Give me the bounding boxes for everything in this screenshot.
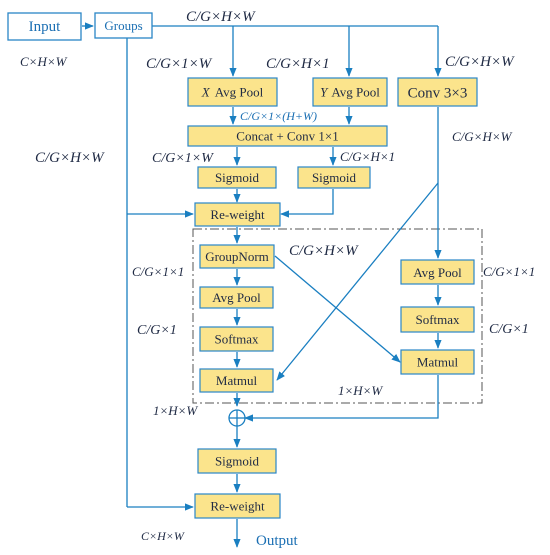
x-avg-pool-box — [187, 77, 278, 107]
right-pool-dims: C/G×1×1 — [483, 264, 535, 279]
matmul-left-label: Matmul — [216, 373, 258, 388]
xpool-in-dims: C/G×1×W — [146, 56, 213, 72]
avgpool-right-box — [400, 259, 475, 285]
reweight-bottom-label: Re-weight — [210, 499, 265, 514]
gn-out-dims: C/G×H×W — [289, 243, 359, 259]
y-avg-pool-text: Avg Pool — [331, 85, 380, 100]
groupnorm-label: GroupNorm — [205, 249, 269, 264]
sigmoid-bottom-label: Sigmoid — [215, 454, 260, 469]
softmax-right-label: Softmax — [415, 312, 460, 327]
groups-label: Groups — [104, 18, 142, 33]
conv3x3-box — [397, 77, 478, 107]
ypool-in-dims: C/G×H×1 — [266, 56, 330, 72]
avgpool-left-box — [199, 286, 274, 309]
reweight-top-label: Re-weight — [210, 207, 265, 222]
attention-region-dashed-frame — [192, 228, 483, 404]
concat-conv-label: Concat + Conv 1×1 — [236, 129, 338, 144]
avgpool-left-label: Avg Pool — [212, 290, 261, 305]
avgpool-right-label: Avg Pool — [413, 265, 462, 280]
softmax-left-dims: C/G×1 — [137, 323, 177, 338]
y-avg-pool-var: Y — [320, 85, 329, 100]
sigmoid-left-box — [197, 166, 277, 189]
reweight-bottom-box — [194, 493, 281, 519]
softmax-right-dims: C/G×1 — [489, 322, 529, 337]
concat-conv-box — [187, 125, 388, 147]
input-label: Input — [29, 19, 61, 35]
softmax-right-box — [400, 306, 475, 333]
matmul-right-dims: 1×H×W — [338, 383, 383, 398]
groups-out-dims: C/G×H×W — [186, 9, 256, 25]
gn-pool-dims: C/G×1×1 — [132, 264, 184, 279]
output-label: Output — [256, 533, 299, 549]
sigmoid-right-label: Sigmoid — [312, 170, 357, 185]
conv3x3-label: Conv 3×3 — [408, 86, 468, 102]
y-avg-pool-box — [312, 77, 388, 107]
groups-box — [94, 12, 153, 39]
groupnorm-box — [199, 244, 275, 269]
left-bypass-dims: C/G×H×W — [35, 150, 105, 166]
matmul-right-label: Matmul — [417, 355, 459, 370]
x-avg-pool-text: Avg Pool — [215, 85, 264, 100]
x-avg-pool-var: X — [201, 85, 211, 100]
reweight-top-box — [194, 202, 281, 227]
matmul-right-box — [400, 349, 475, 375]
sig-right-dims: C/G×H×1 — [340, 149, 395, 164]
connector-lines — [82, 22, 442, 548]
conv-in-dims: C/G×H×W — [445, 54, 515, 70]
matmul-left-box — [199, 368, 274, 393]
conv-out-dims: C/G×H×W — [452, 129, 513, 144]
input-dims: C×H×W — [20, 54, 68, 69]
input-box — [7, 12, 82, 41]
sigmoid-left-label: Sigmoid — [215, 170, 260, 185]
sig-left-dims: C/G×1×W — [152, 151, 214, 166]
output-dims: C×H×W — [141, 529, 185, 543]
x-avg-pool-label: X Avg Pool — [201, 85, 264, 100]
sigmoid-right-box — [297, 166, 371, 189]
add-circle-icon — [228, 409, 246, 427]
softmax-left-label: Softmax — [214, 332, 259, 347]
sigmoid-bottom-box — [197, 448, 277, 474]
concat-in-dims: C/G×1×(H+W) — [240, 109, 317, 123]
softmax-left-box — [199, 326, 274, 352]
matmul-left-dims: 1×H×W — [153, 403, 198, 418]
